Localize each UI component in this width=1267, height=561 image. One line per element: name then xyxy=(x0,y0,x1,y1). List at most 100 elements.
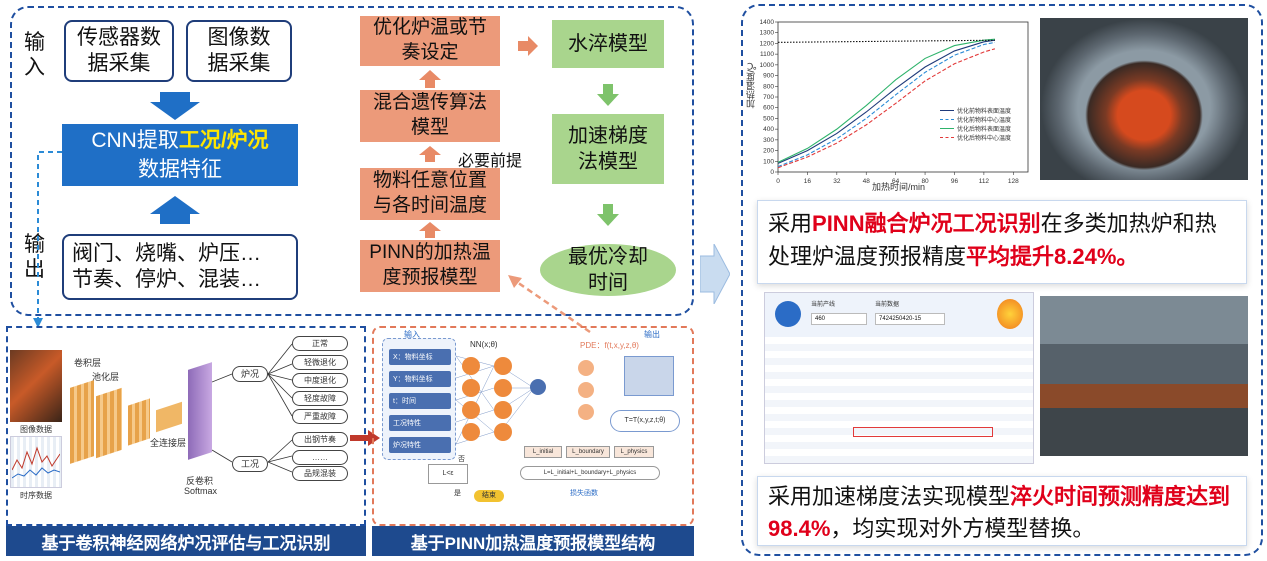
done-node: 结束 xyxy=(474,490,504,502)
big-right-arrow-icon xyxy=(700,244,730,304)
furnace-item: 正常 xyxy=(292,336,348,351)
pinn-output-label: 输出 xyxy=(644,330,660,339)
nn-node xyxy=(462,357,480,375)
output-line-2: 节奏、停炉、混装… xyxy=(72,268,261,291)
fc-layer-label: 全连接层 xyxy=(150,438,187,448)
output-label: 输出 xyxy=(24,233,45,282)
plot-frame xyxy=(777,21,1029,173)
pool-layer-block xyxy=(96,387,122,459)
deconv-label: 反卷积 xyxy=(186,476,214,486)
fire-icon xyxy=(997,299,1023,329)
arrow-up-icon xyxy=(419,146,441,162)
y-tick-label: 500 xyxy=(763,115,774,122)
x-tick-label: 112 xyxy=(979,178,990,185)
loss-boundary: L_boundary xyxy=(566,446,610,458)
dashed-connector xyxy=(33,151,62,328)
nn-node xyxy=(494,401,512,419)
right-panel xyxy=(741,4,1263,556)
arrow-up-icon xyxy=(419,222,441,238)
output-line-1: 阀门、烧嘴、炉压… xyxy=(72,241,261,265)
time-series-label: 时序数据 xyxy=(20,491,52,500)
loss-yes-label: 是 xyxy=(454,490,461,497)
y-tick-label: 400 xyxy=(763,126,774,133)
y-tick-label: 100 xyxy=(763,158,774,165)
nn-node xyxy=(494,423,512,441)
work-item: …… xyxy=(292,450,348,465)
table-val-1: 460 xyxy=(811,313,867,325)
fc-block-1 xyxy=(128,398,150,446)
y-tick-label: 1000 xyxy=(760,62,775,69)
left-top-panel xyxy=(10,6,694,316)
table-label-1: 当前产线 xyxy=(811,302,836,308)
arrow-up-icon xyxy=(419,70,441,88)
dashed-orange-arrow xyxy=(508,275,591,334)
y-tick-label: 800 xyxy=(763,83,774,90)
pinn-input-item: X：物料坐标 xyxy=(389,349,451,365)
pinn-input-item: t：时间 xyxy=(389,393,451,409)
y-tick-label: 1200 xyxy=(760,40,775,47)
y-tick-label: 0 xyxy=(770,169,774,176)
sensor-data-box: 传感器数据采集 xyxy=(64,20,174,82)
x-tick-label: 96 xyxy=(951,178,959,185)
loss-condition: L<ε xyxy=(428,464,468,484)
legend-label: 优化后物料中心温度 xyxy=(957,136,1012,142)
up-arrow-icon xyxy=(150,196,200,224)
cnn-panel xyxy=(6,326,366,526)
x-tick-label: 128 xyxy=(1008,178,1019,185)
x-tick-label: 0 xyxy=(776,178,780,185)
chart-legend: 优化前物料表面温度 优化前物料中心温度 优化后物料表面温度 优化后物料中心温度 xyxy=(940,106,1011,142)
y-tick-label: 200 xyxy=(763,148,774,155)
app-logo-icon xyxy=(775,301,801,327)
nn-node xyxy=(462,379,480,397)
result-text-2: 采用加速梯度法实现模型淬火时间预测精度达到98.4%，均实现对外方模型替换。 xyxy=(757,476,1247,546)
text1-c: 在多类加热炉和热处理炉温度预报精度 xyxy=(768,211,1217,269)
furnace-status-node: 炉况 xyxy=(232,366,268,382)
y-tick-label: 1400 xyxy=(760,19,775,26)
legend-item: 优化前物料表面温度 xyxy=(940,106,1011,115)
text2-b: 淬火时间预测精度达到98.4% xyxy=(768,484,1231,541)
work-status-node: 工况 xyxy=(232,456,268,472)
pinn-input-item: 工况特性 xyxy=(389,415,451,431)
conv-layer-block xyxy=(70,380,94,464)
genetic-box: 混合遗传算法模型 xyxy=(360,90,500,142)
softmax-label: Softmax xyxy=(184,486,218,496)
text1-a: 采用 xyxy=(768,211,813,236)
nn-node xyxy=(462,423,480,441)
input-label: 输入 xyxy=(24,31,45,80)
pinn-input-item: 炉况特性 xyxy=(389,437,451,453)
text1-b: PINN融合炉况工况识别 xyxy=(812,211,1041,236)
conv-layer-label: 卷积层 xyxy=(74,358,102,368)
cnn-suffix: 数据特征 xyxy=(138,158,222,182)
pde-node xyxy=(578,382,594,398)
legend-item: 优化后物料中心温度 xyxy=(940,133,1011,142)
y-tick-label: 700 xyxy=(763,94,774,101)
series-line-3 xyxy=(777,48,996,169)
factory-photo xyxy=(1040,296,1248,456)
x-tick-label: 80 xyxy=(921,178,929,185)
result-text-1: 采用PINN融合炉况工况识别在多类加热炉和热处理炉温度预报精度平均提升8.24%… xyxy=(757,200,1247,284)
y-tick-label: 600 xyxy=(763,105,774,112)
software-screenshot: 当前产线 当前数据 460 7424250420-15 xyxy=(764,292,1034,464)
furnace-item: 轻度故障 xyxy=(292,391,348,406)
series-line-2 xyxy=(777,38,995,163)
ring-furnace-photo xyxy=(1040,18,1248,180)
arrow-right-icon xyxy=(518,36,538,56)
chart-ylabel: 加热温度/℃ xyxy=(746,60,756,109)
x-tick-label: 48 xyxy=(863,178,871,185)
loss-no-label: 否 xyxy=(458,456,465,463)
table-label-2: 当前数据 xyxy=(875,302,900,308)
cnn-highlight: 工况/炉况 xyxy=(178,129,269,152)
pde-node xyxy=(578,360,594,376)
y-tick-label: 300 xyxy=(763,137,774,144)
text1-d: 平均提升8.24%。 xyxy=(966,244,1139,269)
arrow-down-icon xyxy=(597,84,619,106)
y-tick-label: 900 xyxy=(763,73,774,80)
furnace-image xyxy=(10,350,62,422)
image-data-box: 图像数据采集 xyxy=(186,20,292,82)
nn-node xyxy=(494,357,512,375)
legend-label: 优化后物料表面温度 xyxy=(957,127,1012,133)
optimize-box: 优化炉温或节奏设定 xyxy=(360,16,500,66)
table-val-2: 7424250420-15 xyxy=(875,313,945,325)
nn-node xyxy=(462,401,480,419)
